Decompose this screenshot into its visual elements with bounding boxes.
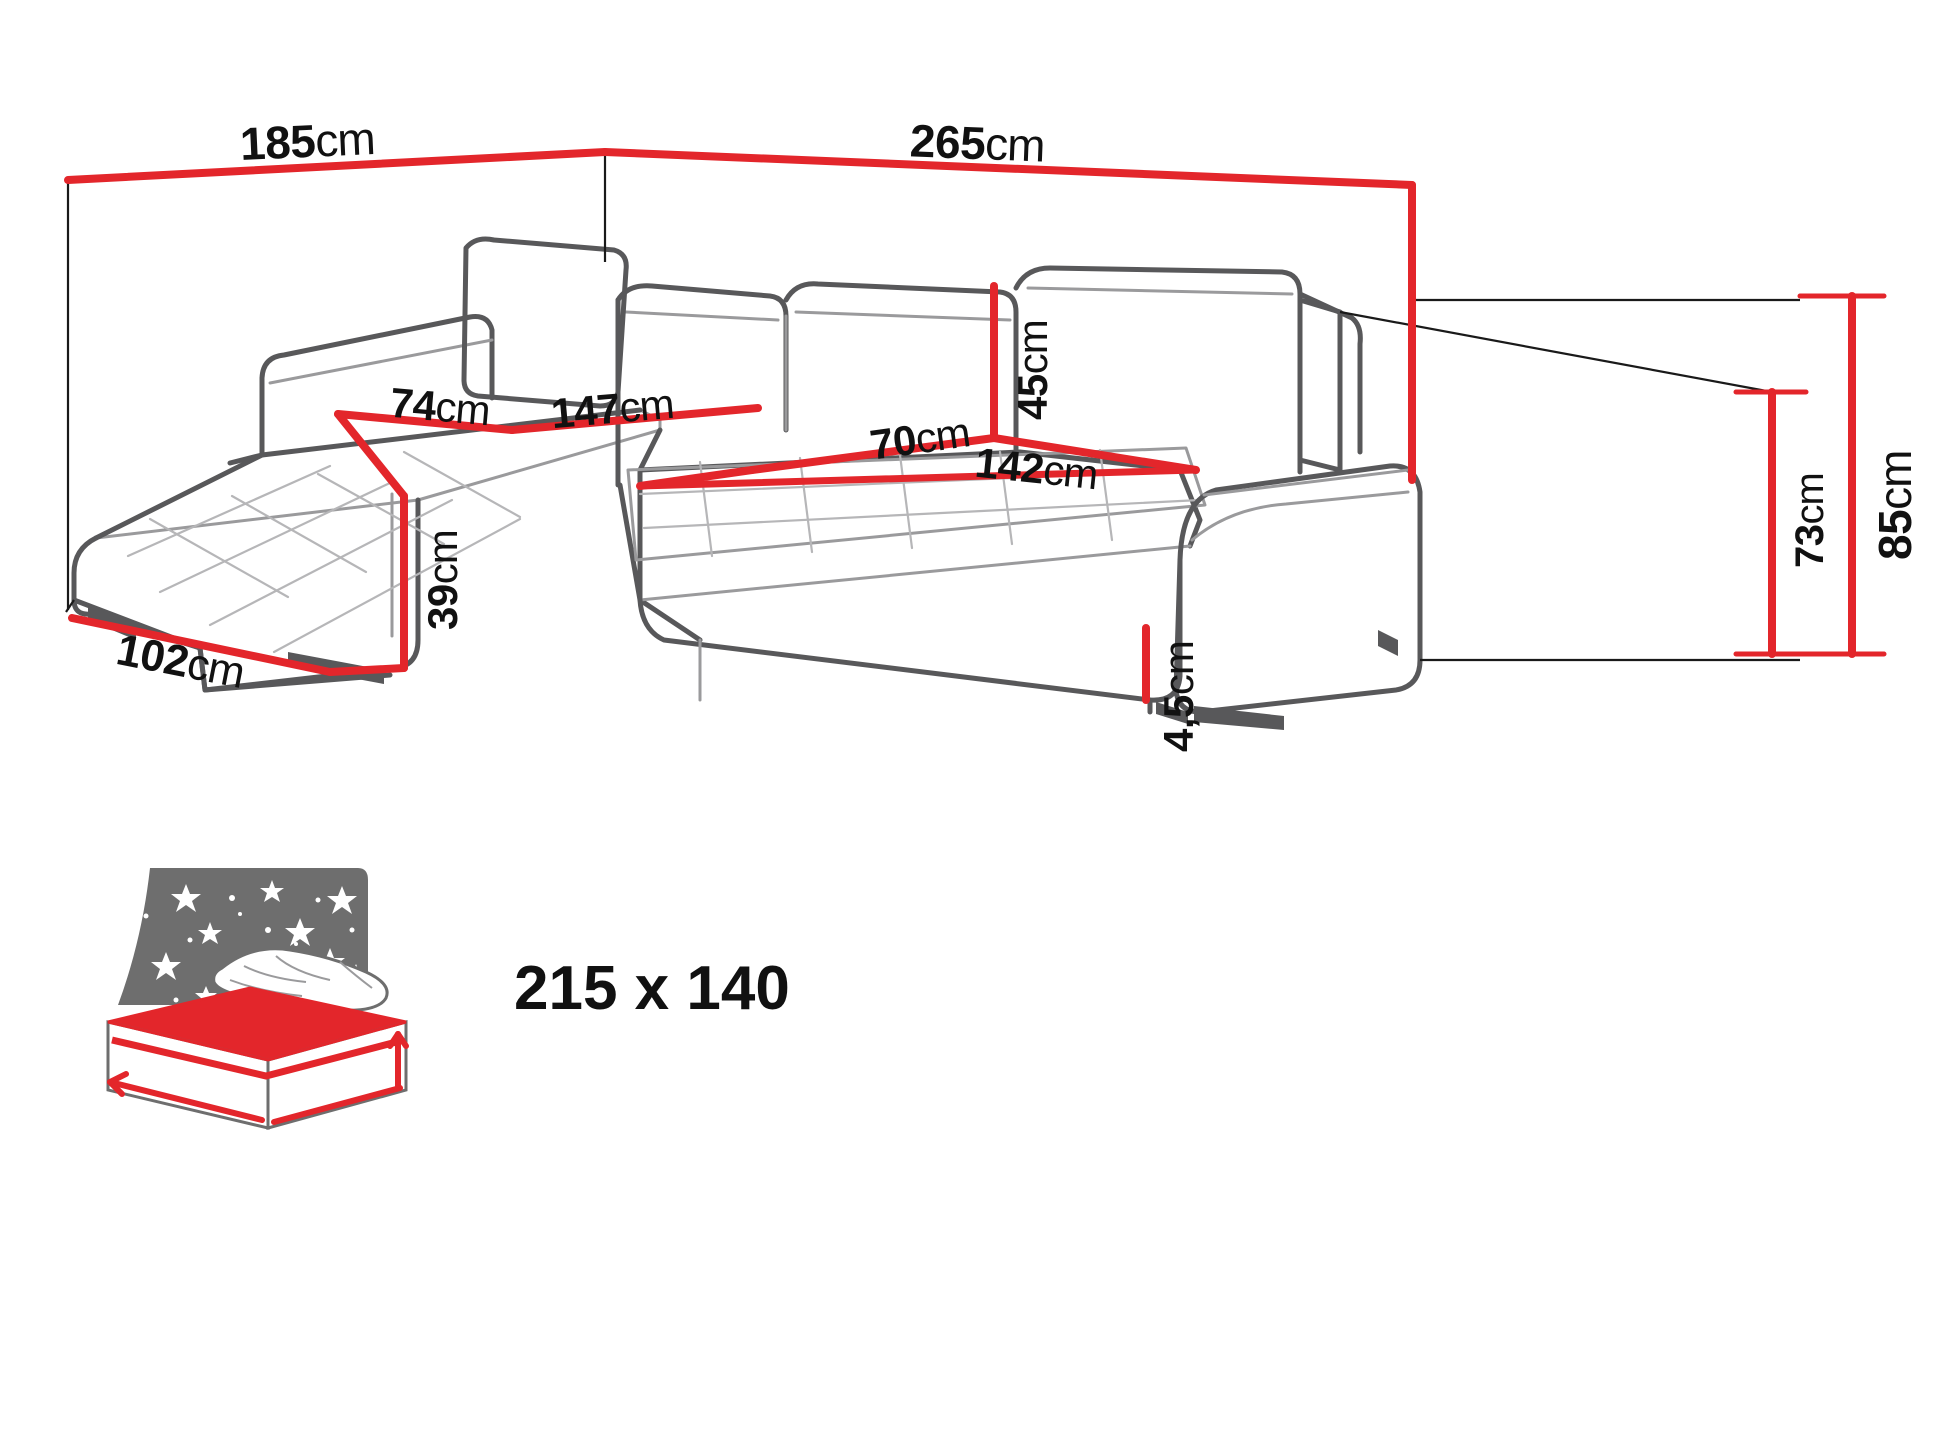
bed-block [106,986,408,1130]
sleeping-area-label: 215 x 140 [514,954,790,1023]
